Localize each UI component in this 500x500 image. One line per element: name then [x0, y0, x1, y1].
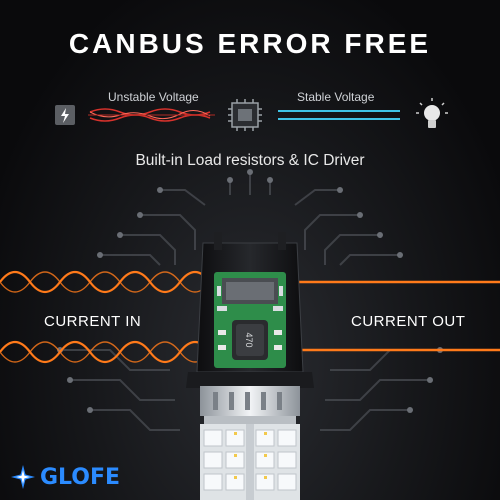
brand-logo: GLOFE [10, 462, 120, 492]
current-in-wave [0, 270, 211, 364]
star-logo-icon [11, 465, 35, 489]
headline: CANBUS ERROR FREE [68, 28, 432, 59]
stable-voltage-label: Stable Voltage [297, 90, 375, 104]
stable-voltage-wave [278, 110, 400, 120]
current-in-label: CURRENT IN [44, 313, 142, 330]
bulb-icon [416, 98, 448, 128]
battery-icon [55, 105, 75, 125]
unstable-voltage-wave [89, 108, 211, 122]
subtitle: Built-in Load resistors & IC Driver [135, 152, 365, 169]
brand-name: GLOFE [40, 464, 121, 490]
current-out-label: CURRENT OUT [351, 313, 466, 330]
driver-circuit-board [214, 272, 286, 368]
led-chip-array [200, 424, 300, 500]
chip-icon [228, 99, 262, 131]
unstable-voltage-label: Unstable Voltage [108, 90, 199, 104]
current-out-line [290, 280, 500, 352]
chip-marking: 470 [244, 332, 254, 347]
bulb-collar [200, 386, 300, 424]
